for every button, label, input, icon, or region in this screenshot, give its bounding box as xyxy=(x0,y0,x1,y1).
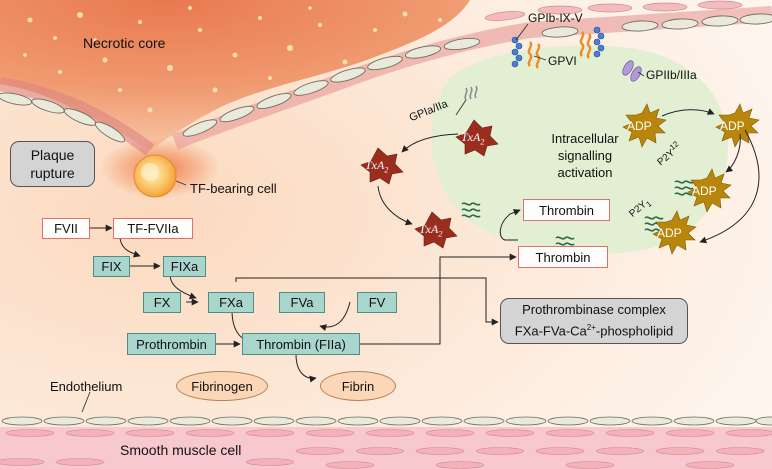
txa2-sub-2: 2 xyxy=(384,165,389,175)
adp-label-1: ADP xyxy=(627,119,652,133)
txa2-stars xyxy=(360,119,499,249)
signalling-line3: activation xyxy=(557,165,613,180)
gpvi-label: GPVI xyxy=(548,54,577,68)
adp-label-3: ADP xyxy=(692,184,717,198)
txa2-text-2: TxA xyxy=(365,158,385,172)
txa2-receptor xyxy=(461,202,481,218)
tf-cell-nucleus xyxy=(141,163,159,181)
activation-zone xyxy=(431,45,729,255)
txa2-sub-3: 2 xyxy=(438,229,443,239)
gpiib-receptor xyxy=(622,60,642,82)
plaque-rupture-line1: Plaque xyxy=(30,147,75,163)
complex-line1: Prothrombinase complex xyxy=(522,302,666,318)
thrombin-top-box: Thrombin xyxy=(523,199,610,221)
tf-fviia-box: TF-FVIIa xyxy=(113,218,193,239)
gpib-label: GPIb-IX-V xyxy=(528,11,583,25)
necrotic-core-label: Necrotic core xyxy=(83,35,166,51)
fva-box: FVa xyxy=(279,292,325,313)
txa2-label-3: TxA2 xyxy=(419,222,442,238)
complex-line2-a: FXa-FVa-Ca xyxy=(514,323,587,339)
txa2-text-1: TxA xyxy=(461,130,481,144)
right-lining-cells xyxy=(182,13,772,137)
gpiib-label: GPIIb/IIIa xyxy=(646,68,697,82)
fixa-box: FIXa xyxy=(163,256,206,277)
tf-bearing-cell-label: TF-bearing cell xyxy=(190,181,277,196)
gpib-receptor xyxy=(511,26,605,68)
adp-label-4: ADP xyxy=(657,226,682,240)
signalling-activation-label: Intracellular signalling activation xyxy=(538,130,632,181)
fix-box: FIX xyxy=(93,256,130,277)
endothelium-cells xyxy=(1,416,772,426)
p2y12-receptor xyxy=(674,180,694,196)
txa2-label-1: TxA2 xyxy=(461,130,484,146)
leader-lines xyxy=(81,23,645,413)
txa2-text-3: TxA xyxy=(419,222,439,236)
fvii-box: FVII xyxy=(42,218,90,239)
fibrinogen-oval: Fibrinogen xyxy=(176,371,268,401)
complex-line2-sup: 2+ xyxy=(586,323,596,333)
arrows xyxy=(90,108,760,383)
necrotic-core-region xyxy=(0,0,470,150)
endothelium-label: Endothelium xyxy=(50,379,123,394)
complex-line2: FXa-FVa-Ca2+-phospholipid xyxy=(515,319,673,340)
smooth-muscle-label: Smooth muscle cell xyxy=(120,442,242,458)
prothrombinase-complex-box: Prothrombinase complex FXa-FVa-Ca2+-phos… xyxy=(500,298,688,344)
signalling-line2: signalling xyxy=(557,148,613,163)
plaque-rupture-line2: rupture xyxy=(30,165,75,181)
gpvi-receptor xyxy=(527,31,592,69)
plaque-rupture-box: Plaque rupture xyxy=(10,141,95,187)
gpia-receptor xyxy=(464,85,478,101)
txa2-sub-1: 2 xyxy=(480,137,485,147)
signalling-line1: Intracellular xyxy=(551,131,619,146)
fx-box: FX xyxy=(143,292,181,313)
adp-label-2: ADP xyxy=(720,119,745,133)
left-lining-cells xyxy=(0,92,126,143)
necrotic-core-particles xyxy=(23,6,442,113)
txa2-label-2: TxA2 xyxy=(365,158,388,174)
thrombin-fiia-box: Thrombin (FIIa) xyxy=(242,333,360,355)
thrombin-receptor xyxy=(555,236,575,246)
thrombin-bottom-box: Thrombin xyxy=(518,246,608,268)
fxa-box: FXa xyxy=(208,292,254,313)
left-cap-tissue xyxy=(0,77,155,156)
fv-box: FV xyxy=(357,292,397,313)
upper-muscle-cells xyxy=(484,0,743,21)
prothrombin-box: Prothrombin xyxy=(127,333,216,355)
smooth-muscle-cells xyxy=(0,429,772,469)
fibrin-oval: Fibrin xyxy=(320,371,396,401)
complex-line2-b: -phospholipid xyxy=(595,323,674,339)
